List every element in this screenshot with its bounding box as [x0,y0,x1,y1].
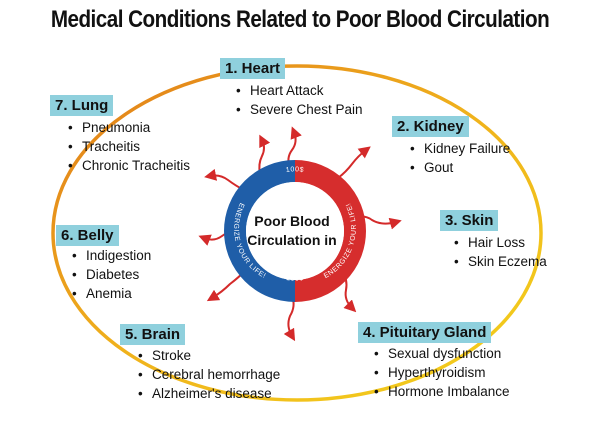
condition-item: Heart Attack [236,81,363,100]
condition-lung: 7. Lung Pneumonia Tracheitis Chronic Tra… [50,95,190,175]
condition-item: Indigestion [72,246,151,265]
condition-label: 7. Lung [50,95,114,116]
condition-item: Stroke [138,346,280,365]
condition-brain: 5. Brain Stroke Cerebral hemorrhage Alzh… [120,324,280,403]
condition-kidney: 2. Kidney Kidney Failure Gout [392,116,510,177]
condition-item: Hair Loss [454,233,547,252]
condition-heart: 1. Heart Heart Attack Severe Chest Pain [220,58,363,119]
condition-item: Alzheimer's disease [138,384,280,403]
condition-item: Diabetes [72,265,151,284]
condition-pituitary-gland: 4. Pituitary Gland Sexual dysfunction Hy… [358,322,510,401]
condition-item: Hormone Imbalance [374,382,510,401]
ring-right-half [294,160,366,302]
condition-item: Hyperthyroidism [374,363,510,382]
condition-item: Sexual dysfunction [374,344,510,363]
center-line-1: Poor Blood [254,213,330,229]
condition-label: 6. Belly [56,225,119,246]
condition-skin: 3. Skin Hair Loss Skin Eczema [440,210,547,271]
condition-item: Severe Chest Pain [236,100,363,119]
center-label: Poor Blood Circulation in [232,212,352,250]
page-title: Medical Conditions Related to Poor Blood… [50,6,550,33]
condition-label: 2. Kidney [392,116,469,137]
ring-text-bottom: 100$ [286,275,305,283]
condition-item: Gout [410,158,510,177]
condition-item: Kidney Failure [410,139,510,158]
arrow [258,134,271,175]
arrow [283,295,296,342]
ring-text-top: 100$ [285,166,304,174]
condition-item: Skin Eczema [454,252,547,271]
arrow [337,146,371,179]
condition-item: Pneumonia [68,118,190,137]
condition-item: Cerebral hemorrhage [138,365,280,384]
ring-left-half [224,160,296,302]
condition-belly: 6. Belly Indigestion Diabetes Anemia [56,225,151,303]
condition-item: Tracheitis [68,137,190,156]
condition-label: 3. Skin [440,210,499,231]
condition-label: 5. Brain [120,324,186,345]
condition-item: Anemia [72,284,151,303]
condition-label: 4. Pituitary Gland [358,322,492,343]
center-line-2: Circulation in [247,232,337,248]
condition-label: 1. Heart [220,58,286,79]
condition-item: Chronic Tracheitis [68,156,190,175]
